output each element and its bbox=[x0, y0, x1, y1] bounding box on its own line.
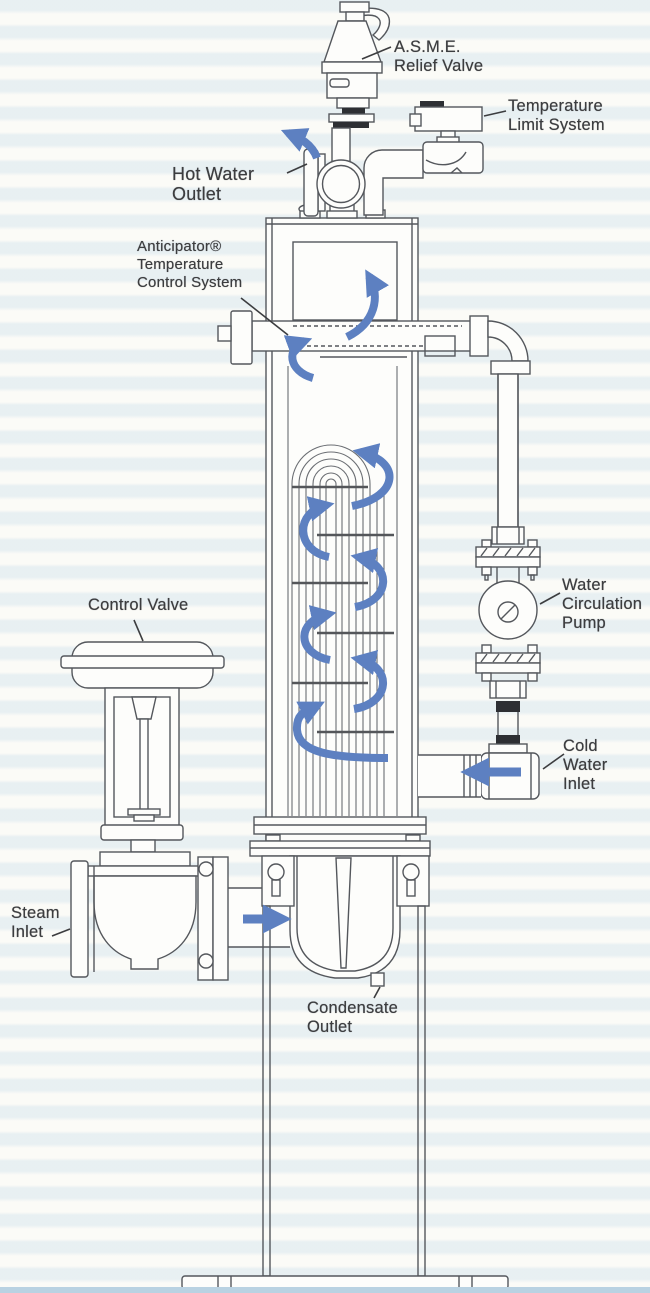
scan-edge-band bbox=[0, 1287, 650, 1293]
label-line: Water bbox=[563, 756, 608, 774]
leader-line bbox=[286, 163, 308, 174]
support-lug-left bbox=[261, 855, 295, 907]
lower-flange-pair bbox=[475, 644, 541, 682]
temperature-limit-system bbox=[409, 101, 484, 174]
flow-arrow bbox=[300, 605, 337, 664]
drip-cone bbox=[335, 857, 352, 969]
label-line: Limit System bbox=[508, 116, 605, 134]
pipe-union-band bbox=[496, 701, 520, 712]
flow-arrow bbox=[292, 701, 389, 762]
label-control-valve: Control Valve bbox=[88, 596, 188, 615]
label-line: Temperature bbox=[137, 256, 224, 273]
leader-line bbox=[133, 619, 144, 642]
label-line: Cold bbox=[563, 737, 598, 755]
label-line: Control Valve bbox=[88, 596, 189, 614]
leader-line bbox=[542, 753, 565, 770]
upper-flange-pair bbox=[475, 539, 541, 581]
label-line: Steam bbox=[11, 904, 60, 922]
label-line: Temperature bbox=[508, 97, 603, 115]
label-temperature-limit: Temperature Limit System bbox=[508, 97, 605, 135]
label-line: Hot Water bbox=[172, 164, 255, 184]
globe-valve-body bbox=[93, 875, 197, 970]
leader-line bbox=[539, 592, 561, 605]
hot-water-outlet-flange bbox=[303, 148, 319, 217]
label-line: Circulation bbox=[562, 595, 643, 613]
upper-inspection-window bbox=[292, 241, 398, 321]
bottom-channel-head bbox=[249, 816, 431, 987]
label-circulation-pump: Water Circulation Pump bbox=[562, 576, 642, 633]
flow-arrow bbox=[350, 649, 387, 713]
condensate-nipple bbox=[370, 972, 385, 987]
label-hot-water-outlet: Hot Water Outlet bbox=[172, 164, 255, 204]
label-relief-valve: A.S.M.E. Relief Valve bbox=[394, 38, 483, 76]
label-line: Inlet bbox=[11, 923, 44, 941]
steam-inlet-flange bbox=[70, 860, 89, 978]
u-tube-bundle bbox=[287, 366, 398, 816]
circulation-piping bbox=[469, 315, 541, 800]
flow-arrow bbox=[351, 443, 394, 510]
label-line: Anticipator® bbox=[137, 238, 222, 255]
leader-line bbox=[373, 986, 381, 999]
outlet-flange-b bbox=[212, 856, 229, 981]
control-valve bbox=[60, 641, 229, 981]
label-line: A.S.M.E. bbox=[394, 38, 461, 56]
leader-lines bbox=[51, 46, 565, 999]
label-condensate-outlet: Condensate Outlet bbox=[307, 999, 398, 1037]
label-line: Inlet bbox=[563, 775, 596, 793]
pipe-elbow bbox=[487, 320, 529, 362]
flow-arrow bbox=[299, 496, 335, 561]
water-circulation-pump bbox=[478, 580, 538, 640]
leader-line bbox=[361, 46, 392, 60]
flow-arrow bbox=[350, 547, 388, 611]
relief-bonnet bbox=[323, 20, 383, 63]
label-line: Pump bbox=[562, 614, 606, 632]
valve-stem bbox=[139, 718, 149, 812]
flow-arrow bbox=[345, 269, 389, 341]
relief-lever bbox=[349, 7, 391, 41]
flow-arrows bbox=[243, 128, 521, 934]
flow-arrow bbox=[280, 128, 321, 160]
label-line: Water bbox=[562, 576, 607, 594]
leader-line bbox=[51, 928, 71, 937]
flow-arrow bbox=[283, 335, 315, 382]
label-steam-inlet: Steam Inlet bbox=[11, 904, 60, 942]
relief-valve bbox=[321, 1, 391, 163]
support-lug-right bbox=[396, 855, 430, 907]
label-line: Condensate bbox=[307, 999, 398, 1017]
leader-line bbox=[240, 297, 289, 336]
label-line: Outlet bbox=[172, 183, 222, 204]
label-line: Relief Valve bbox=[394, 57, 484, 75]
label-cold-water-inlet: Cold Water Inlet bbox=[563, 737, 607, 794]
label-anticipator: Anticipator® Temperature Control System bbox=[137, 238, 242, 292]
diaphragm-flange bbox=[60, 655, 225, 669]
label-line: Control System bbox=[137, 274, 243, 291]
baffle-plates bbox=[292, 485, 394, 734]
leader-line bbox=[483, 110, 507, 117]
hot-water-outlet-tee bbox=[303, 148, 424, 217]
limit-sensor-pipe-elbow bbox=[363, 149, 424, 216]
label-line: Outlet bbox=[307, 1018, 353, 1036]
